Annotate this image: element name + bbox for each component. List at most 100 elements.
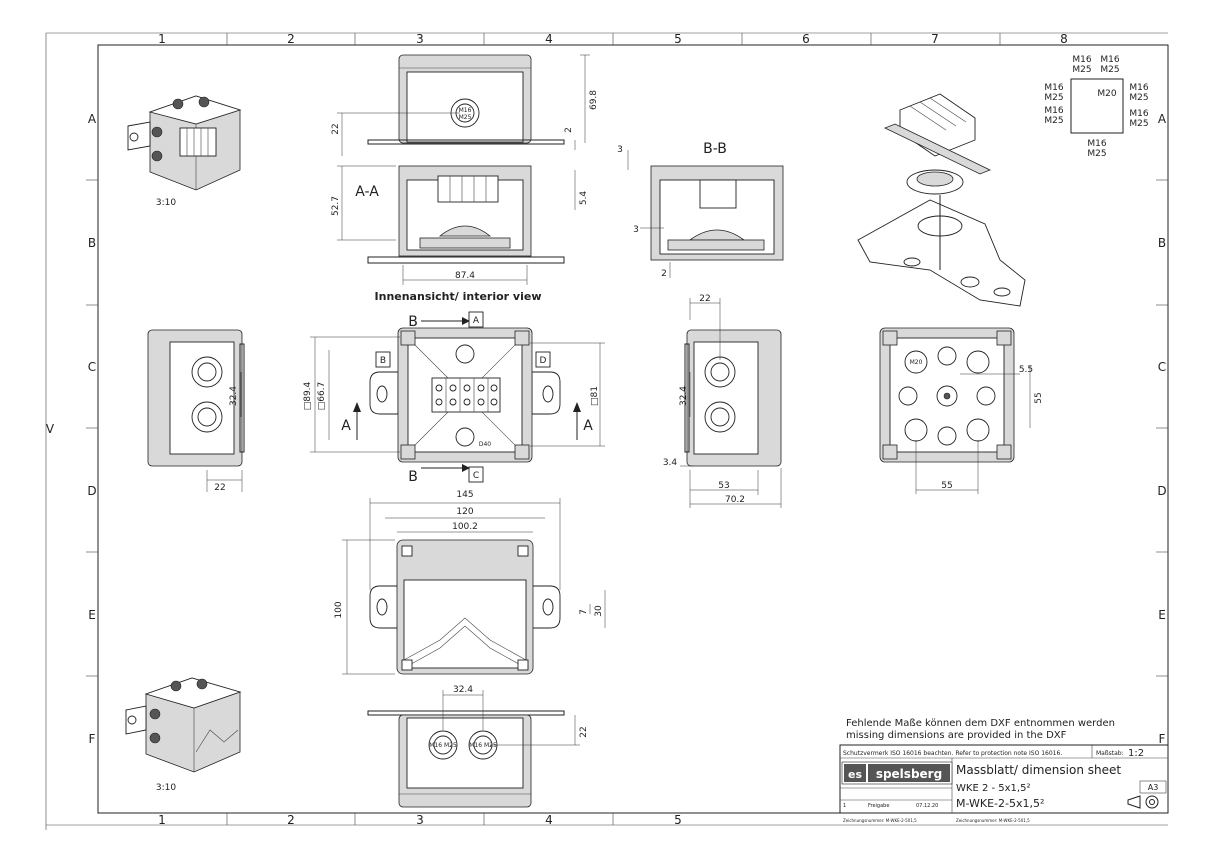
cable-entry-diagram: M16 M25 M16 M25 M16 M25 M16 M25 M20 M16 … [1044, 55, 1148, 159]
dim-22-right: 22 [699, 294, 710, 304]
side-view-right: 22 32.4 3.4 53 70.2 [663, 294, 782, 508]
tag-b: B [380, 356, 386, 366]
entry-right-upper-b: M25 [1129, 93, 1148, 103]
arrow-b-bottom-label: B [408, 469, 418, 485]
isometric-view-closed: 3:10 [125, 677, 242, 793]
section-bb-label: B-B [703, 141, 727, 157]
dim-70-2: 70.2 [725, 495, 745, 505]
logo-mark-icon [844, 764, 866, 782]
entry-bottom-b: M25 [1087, 149, 1106, 159]
grid-row-b: B [88, 236, 96, 250]
exploded-view [857, 93, 1026, 307]
grid-row-b-right: B [1158, 236, 1166, 250]
dim-89-4: □89.4 [303, 381, 313, 410]
grid-col-8: 8 [1060, 32, 1068, 46]
entry-right-upper-a: M16 [1129, 83, 1148, 93]
dim-3-bb-top: 3 [617, 145, 623, 155]
drawing-frame: 1 2 3 4 5 6 7 8 1 2 3 4 5 A B C D E F A … [45, 32, 1169, 830]
grid-row-f-right: F [1159, 732, 1166, 746]
dim-22-top: 22 [331, 123, 341, 134]
dim-22-bottom: 22 [579, 726, 589, 737]
grid-row-a-right: A [1158, 112, 1167, 126]
tag-a: A [473, 316, 480, 326]
dim-32-4-left: 32.4 [229, 386, 239, 406]
entry-top-right-b: M25 [1100, 65, 1119, 75]
gland-label-bottom-left: M16 M25 [429, 742, 457, 749]
dim-30: 30 [594, 605, 604, 617]
lid-top-view: 145 120 100.2 100 7 30 [334, 490, 606, 675]
isometric-view-open: 3:10 [127, 95, 242, 208]
dim-87-4: 87.4 [455, 271, 475, 281]
entry-left-lower-a: M16 [1044, 106, 1063, 116]
dim-32-4-right: 32.4 [679, 386, 689, 406]
logo-initials: es [848, 768, 862, 781]
sheet-title: Massblatt/ dimension sheet [956, 763, 1121, 777]
grid-col-1: 1 [158, 32, 166, 46]
grid-col-7: 7 [931, 32, 939, 46]
part-code: D40 [479, 441, 491, 448]
interior-view-caption: Innenansicht/ interior view [375, 290, 542, 303]
dim-2-top: 2 [564, 127, 574, 133]
grid-row-f: F [89, 732, 96, 746]
grid-col-4: 4 [545, 32, 553, 46]
entry-bottom-a: M16 [1087, 139, 1106, 149]
grid-col-3: 3 [416, 32, 424, 46]
side-mark: V [46, 422, 55, 436]
entry-right-lower-b: M25 [1129, 119, 1148, 129]
logo-wordmark: spelsberg [876, 767, 942, 781]
gland-label-top: M16 [459, 107, 472, 114]
dim-66-7: □66.7 [317, 382, 327, 411]
entry-right-center: M20 [1097, 89, 1116, 99]
iso-top-scale: 3:10 [156, 198, 176, 208]
dim-55-horizontal: 55 [941, 481, 952, 491]
section-view-b-b: B-B 3 3 2 [617, 141, 784, 279]
grid-row-e-right: E [1158, 608, 1166, 622]
title-block: Schutzvermerk ISO 16016 beachten. Refer … [839, 744, 1169, 823]
drawing-number: M-WKE-2-5x1,5² [956, 797, 1044, 810]
grid-col-5: 5 [674, 32, 682, 46]
grid-col-b4: 4 [545, 813, 553, 827]
scale-label: Maßstab: [1096, 750, 1124, 757]
side-view-left: 32.4 22 [147, 329, 245, 493]
dim-145: 145 [456, 490, 473, 500]
product-name: WKE 2 - 5x1,5² [956, 783, 1030, 794]
grid-row-c: C [88, 360, 96, 374]
bottom-view: M20 55 5.5 55 [879, 327, 1044, 494]
grid-row-d: D [87, 484, 96, 498]
entry-top-right-a: M16 [1100, 55, 1119, 65]
iso-bottom-scale: 3:10 [156, 783, 176, 793]
grid-row-a: A [88, 112, 97, 126]
dim-100: 100 [334, 601, 344, 618]
grid-col-6: 6 [802, 32, 810, 46]
dim-22-left: 22 [214, 483, 225, 493]
section-aa-label: A-A [355, 184, 379, 200]
dim-3-bb-mid: 3 [633, 225, 639, 235]
dim-100-2: 100.2 [452, 522, 478, 532]
ref-right: Zeichnungsnummer: M-WKE-2-5X1,5 [956, 818, 1030, 823]
front-view-top: M16 M25 69.8 22 2 [331, 54, 599, 156]
dim-3-4: 3.4 [663, 458, 678, 468]
dim-81: □81 [590, 386, 600, 406]
projection-symbol-icon [1127, 795, 1159, 809]
grid-col-b2: 2 [287, 813, 295, 827]
dim-5-4: 5.4 [579, 191, 589, 206]
dim-2-bb: 2 [661, 269, 667, 279]
front-view-bottom: M16 M25 M16 M25 32.4 22 [367, 685, 589, 808]
entry-top-left-b: M25 [1072, 65, 1091, 75]
entry-left-upper-b: M25 [1044, 93, 1063, 103]
scale-value: 1:2 [1128, 748, 1144, 759]
dim-32-4-bottom: 32.4 [453, 685, 473, 695]
arrow-a-left-label: A [341, 418, 351, 434]
dim-120: 120 [456, 507, 473, 517]
dim-69-8: 69.8 [589, 90, 599, 110]
entry-left-lower-b: M25 [1044, 116, 1063, 126]
entry-top-left-a: M16 [1072, 55, 1091, 65]
entry-right-lower-a: M16 [1129, 109, 1148, 119]
grid-col-2: 2 [287, 32, 295, 46]
dim-55-vertical: 55 [1034, 392, 1044, 403]
note-german: Fehlende Maße können dem DXF entnommen w… [846, 718, 1115, 729]
dim-7: 7 [579, 609, 589, 615]
arrow-b-top-label: B [408, 314, 418, 330]
grid-col-b3: 3 [416, 813, 424, 827]
